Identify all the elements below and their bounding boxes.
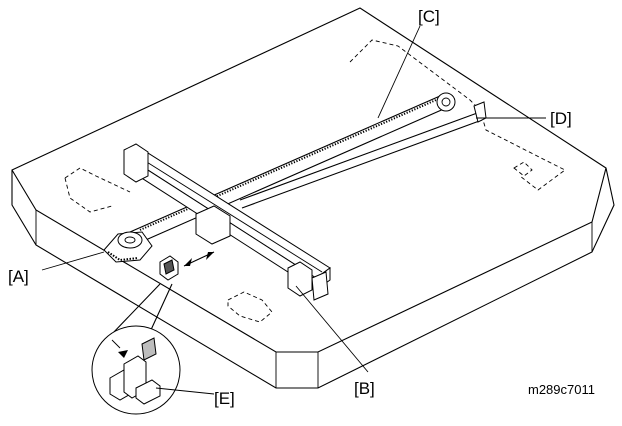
label-e: [E] <box>214 389 235 408</box>
leader-b <box>295 285 369 373</box>
hidden-outlines <box>64 39 566 323</box>
label-c: [C] <box>418 7 440 26</box>
drive-belt <box>129 92 456 247</box>
motor-pulley <box>103 231 153 263</box>
figure-id: m289c7011 <box>528 382 595 397</box>
leader-e <box>155 387 215 395</box>
guide-rod <box>239 101 487 209</box>
home-position-sensor <box>159 251 215 281</box>
label-b: [B] <box>354 379 375 398</box>
label-d: [D] <box>550 109 572 128</box>
scanner-base-plate <box>11 7 615 389</box>
leader-c <box>377 25 421 119</box>
leader-lines <box>41 25 546 395</box>
sensor-detail-callout <box>91 283 181 415</box>
scanner-carriage <box>123 143 331 301</box>
leader-a <box>41 251 105 271</box>
label-a: [A] <box>8 267 29 286</box>
